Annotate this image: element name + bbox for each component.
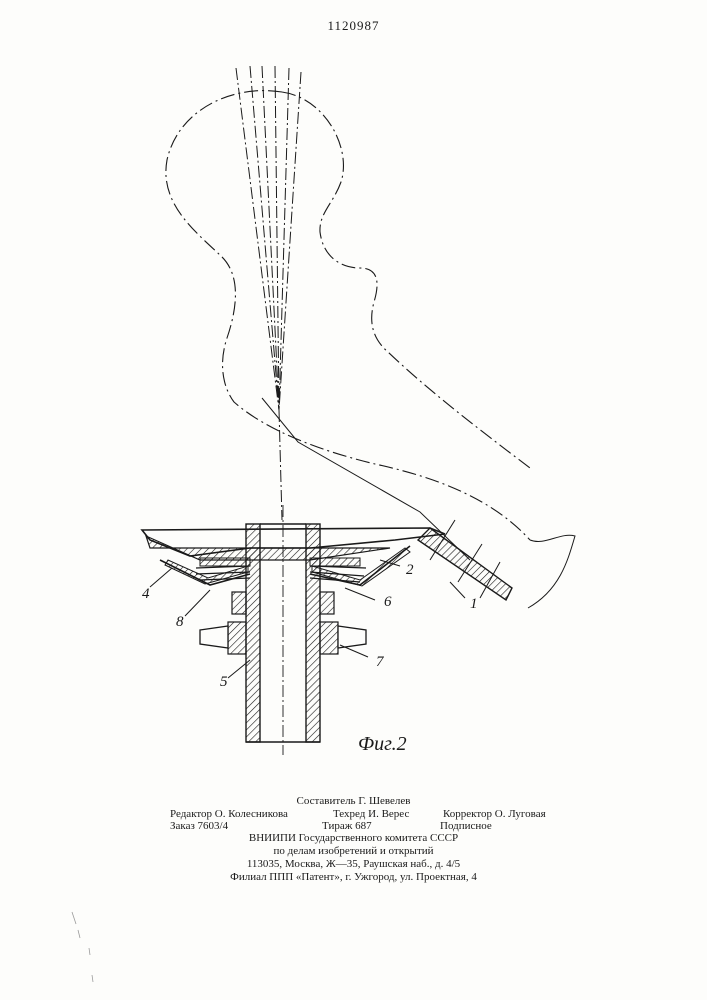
callout-6: 6: [384, 594, 392, 610]
dish-section: [142, 528, 445, 586]
callout-7: 7: [376, 654, 385, 670]
break-line-right: [528, 535, 575, 608]
handle-part-1: [418, 520, 512, 600]
sight-lines: [236, 66, 301, 520]
figure-label: Фиг.2: [358, 733, 407, 755]
central-tube-part-5: [246, 505, 320, 755]
imprint-org-line-1: ВНИИПИ Государственного комитета СССР: [0, 832, 707, 845]
imprint-branch: Филиал ППП «Патент», г. Ужгород, ул. Про…: [0, 871, 707, 884]
callout-2: 2: [406, 562, 414, 578]
callout-1: 1: [470, 596, 478, 612]
callout-8: 8: [176, 614, 184, 630]
callout-4: 4: [142, 586, 150, 602]
scan-specks: [72, 912, 93, 982]
imprint-address: 113035, Москва, Ж—35, Раушская наб., д. …: [0, 858, 707, 871]
operator-phantom-outline: [166, 91, 530, 540]
imprint-compiler: Составитель Г. Шевелев: [0, 795, 707, 808]
imprint-org-line-2: по делам изобретений и открытий: [0, 845, 707, 858]
callout-5: 5: [220, 674, 228, 690]
